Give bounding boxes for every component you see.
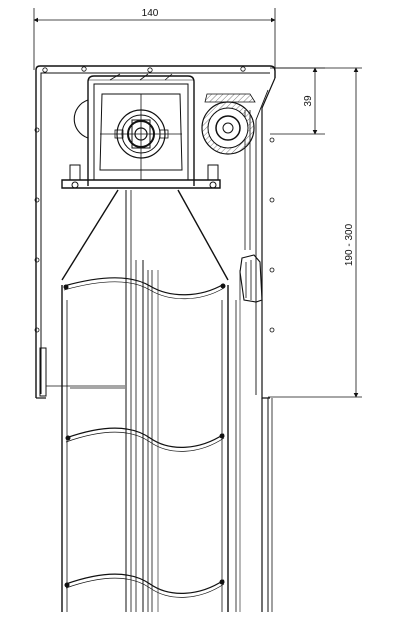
mounting-plate — [61, 164, 221, 189]
width-dimension-label: 140 — [142, 8, 159, 19]
top-offset-label: 39 — [303, 95, 314, 107]
height-range-dimension: 190 - 300 — [268, 67, 362, 398]
motor-bracket — [87, 73, 195, 186]
suspension-lines — [61, 189, 229, 281]
top-offset-dimension: 39 — [270, 67, 325, 135]
roller-pulley — [201, 93, 256, 155]
vertical-guides — [61, 285, 273, 612]
width-dimension: 140 — [33, 8, 276, 70]
end-cap — [73, 99, 89, 139]
motor-hub — [99, 93, 183, 180]
slat-waves — [63, 277, 225, 598]
height-range-label: 190 - 300 — [344, 223, 355, 266]
central-shaft — [125, 190, 159, 612]
outer-housing — [34, 65, 276, 399]
slat-pivots — [63, 283, 226, 588]
